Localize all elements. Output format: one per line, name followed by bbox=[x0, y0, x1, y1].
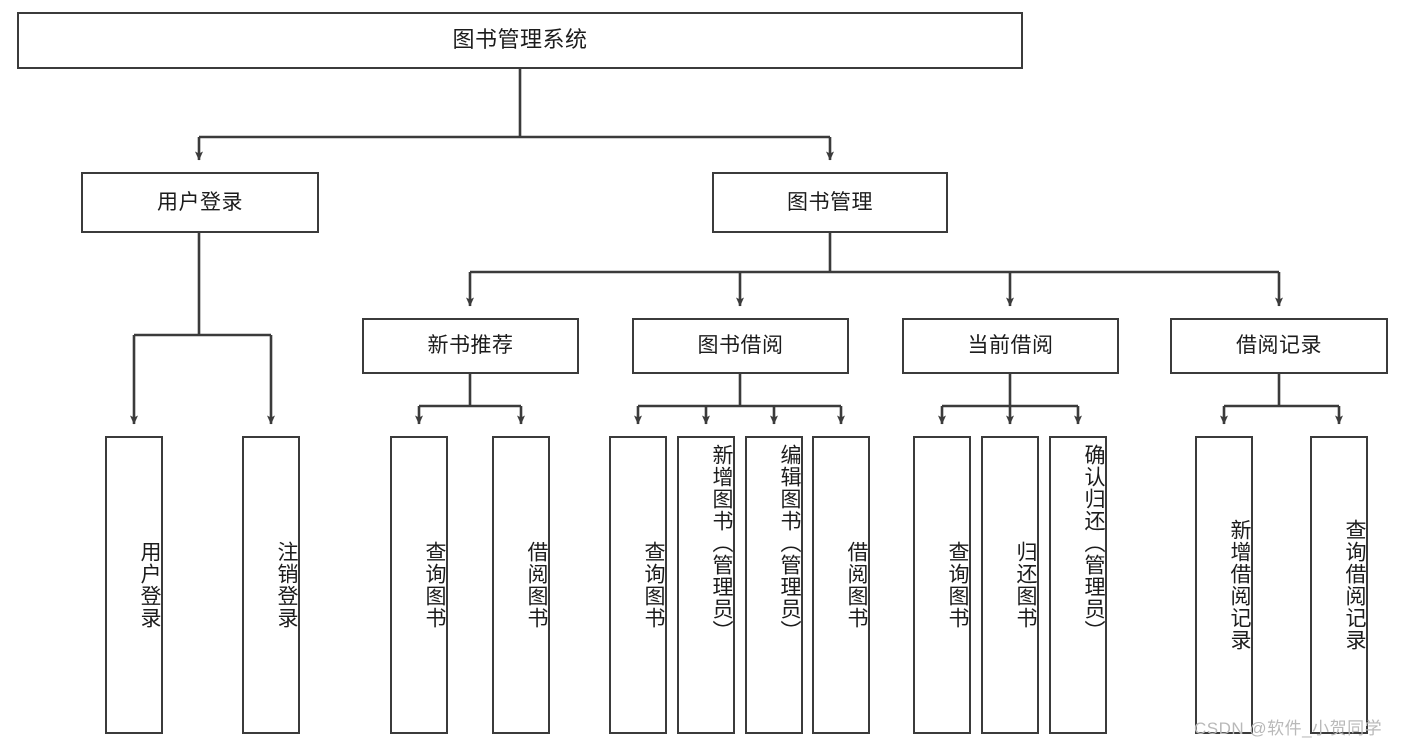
leaf-add-borrow-record[interactable]: 新增借阅记录 bbox=[1195, 436, 1253, 734]
leaf-query-borrow-record[interactable]: 查询借阅记录 bbox=[1310, 436, 1368, 734]
leaf-return-book-label: 归还图书 bbox=[1014, 541, 1037, 629]
leaf-add-borrow-record-label: 新增借阅记录 bbox=[1228, 519, 1251, 651]
leaf-logout-login-label: 注销登录 bbox=[275, 541, 298, 629]
leaf-borrow-book-borrow[interactable]: 借阅图书 bbox=[812, 436, 870, 734]
leaf-add-book[interactable]: 新增图书（管理员） bbox=[677, 436, 735, 734]
leaf-query-book-borrow-label: 查询图书 bbox=[642, 541, 665, 629]
leaf-user-login-label: 用户登录 bbox=[138, 541, 161, 629]
leaf-edit-book[interactable]: 编辑图书（管理员） bbox=[745, 436, 803, 734]
node-root-system[interactable]: 图书管理系统 bbox=[17, 12, 1023, 69]
leaf-borrow-book-recommend[interactable]: 借阅图书 bbox=[492, 436, 550, 734]
node-book-manage-label: 图书管理 bbox=[787, 190, 873, 214]
leaf-query-book-recommend-label: 查询图书 bbox=[423, 541, 446, 629]
node-book-borrow-label: 图书借阅 bbox=[697, 334, 784, 358]
leaf-add-book-label: 新增图书（管理员） bbox=[710, 444, 733, 642]
leaf-query-book-current[interactable]: 查询图书 bbox=[913, 436, 971, 734]
leaf-query-book-recommend[interactable]: 查询图书 bbox=[390, 436, 448, 734]
node-root-label: 图书管理系统 bbox=[452, 27, 588, 53]
node-book-manage[interactable]: 图书管理 bbox=[712, 172, 948, 233]
leaf-confirm-return[interactable]: 确认归还（管理员） bbox=[1049, 436, 1107, 734]
node-borrow-record-label: 借阅记录 bbox=[1236, 334, 1322, 358]
leaf-confirm-return-label: 确认归还（管理员） bbox=[1082, 444, 1105, 642]
leaf-borrow-book-borrow-label: 借阅图书 bbox=[845, 541, 868, 629]
node-user-login-label: 用户登录 bbox=[157, 190, 243, 214]
leaf-borrow-book-recommend-label: 借阅图书 bbox=[525, 541, 548, 629]
node-new-book-recommend-label: 新书推荐 bbox=[427, 334, 514, 358]
node-current-borrow[interactable]: 当前借阅 bbox=[902, 318, 1119, 374]
leaf-logout-login[interactable]: 注销登录 bbox=[242, 436, 300, 734]
leaf-return-book[interactable]: 归还图书 bbox=[981, 436, 1039, 734]
leaf-query-borrow-record-label: 查询借阅记录 bbox=[1343, 519, 1366, 651]
leaf-edit-book-label: 编辑图书（管理员） bbox=[778, 444, 801, 642]
node-book-borrow[interactable]: 图书借阅 bbox=[632, 318, 849, 374]
node-current-borrow-label: 当前借阅 bbox=[967, 334, 1054, 358]
leaf-user-login[interactable]: 用户登录 bbox=[105, 436, 163, 734]
node-new-book-recommend[interactable]: 新书推荐 bbox=[362, 318, 579, 374]
leaf-query-book-current-label: 查询图书 bbox=[946, 541, 969, 629]
node-user-login[interactable]: 用户登录 bbox=[81, 172, 319, 233]
leaf-query-book-borrow[interactable]: 查询图书 bbox=[609, 436, 667, 734]
node-borrow-record[interactable]: 借阅记录 bbox=[1170, 318, 1388, 374]
